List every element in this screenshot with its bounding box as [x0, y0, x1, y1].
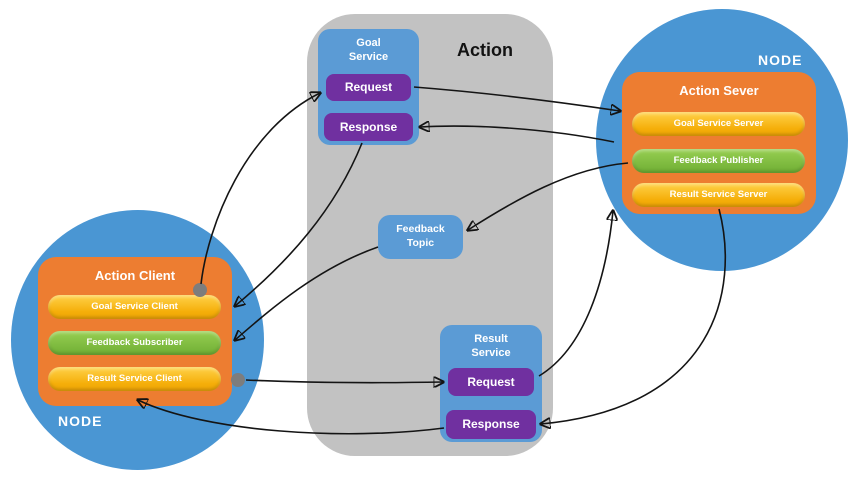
result-request-chip: Request [448, 368, 534, 396]
feedback-topic-label-line1: Feedback [396, 223, 445, 235]
goal-request-chip: Request [326, 74, 411, 101]
action-group-title: Action [457, 40, 513, 60]
server-node-label: NODE [758, 52, 803, 68]
action-server-title: Action Sever [679, 83, 759, 98]
goal-client-connector-dot [193, 283, 207, 297]
feedback-topic-label-line2: Topic [406, 237, 435, 249]
result-service-label-line1: Result [474, 333, 508, 345]
result-service-label-line2: Service [471, 347, 511, 359]
feedback-topic-box: Feedback Topic [378, 215, 463, 259]
feedback-subscriber-pill: Feedback Subscriber [48, 331, 221, 355]
goal-service-server-pill: Goal Service Server [632, 112, 805, 136]
goal-service-label-line2: Service [348, 51, 389, 63]
result-client-connector-dot [231, 373, 245, 387]
goal-response-chip: Response [324, 113, 413, 141]
result-service-server-pill: Result Service Server [632, 183, 805, 207]
goal-service-label-line1: Goal [356, 37, 381, 49]
action-client-title: Action Client [94, 268, 176, 283]
client-node-label: NODE [58, 413, 103, 429]
result-service-client-pill: Result Service Client [48, 367, 221, 391]
goal-service-client-pill: Goal Service Client [48, 295, 221, 319]
feedback-publisher-pill: Feedback Publisher [632, 149, 805, 173]
result-response-chip: Response [446, 410, 536, 439]
